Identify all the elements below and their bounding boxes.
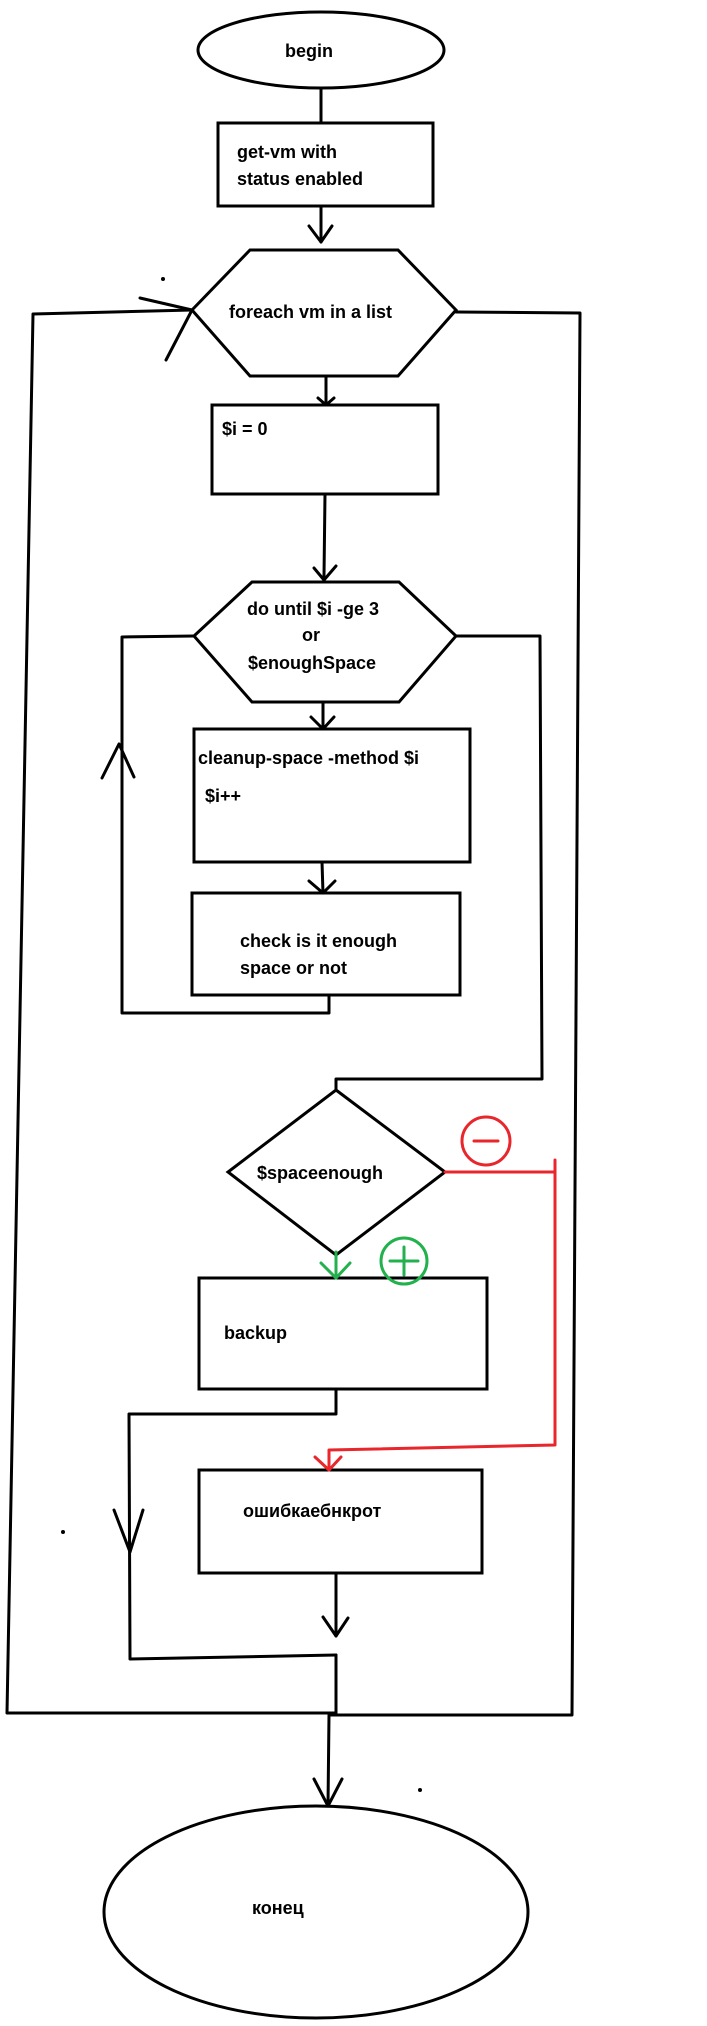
stray-dot: [61, 1530, 65, 1534]
do-until-label-line-1: do until $i -ge 3: [247, 599, 379, 619]
end-label: конец: [252, 1898, 304, 1918]
do-until-label-line-3: $enoughSpace: [248, 653, 376, 673]
get-vm-label-line-1: get-vm with: [237, 142, 337, 162]
arrowhead-do-until-top: [312, 564, 338, 582]
check-node: [190, 891, 462, 997]
backup-label: backup: [224, 1323, 287, 1343]
arrowhead-end-top: [312, 1777, 344, 1808]
arrowhead-init-top: [316, 396, 336, 407]
error-node: [197, 1468, 484, 1575]
arrowhead-foreach-top: [307, 224, 334, 244]
arrowhead-error-bottom: [321, 1615, 350, 1638]
begin-label: begin: [285, 41, 333, 61]
arrowhead-inner-loop-up: [100, 742, 136, 780]
arrowhead-cleanup-top: [309, 715, 336, 731]
cleanup-node: [192, 727, 472, 864]
connector-init-to-do-until: [322, 492, 327, 578]
end-node: [102, 1804, 530, 2020]
foreach-node: [189, 248, 459, 378]
arrowhead-backup-top: [319, 1261, 352, 1280]
connector-foreach-to-end: [326, 310, 582, 1808]
init-i-node: [210, 403, 440, 496]
cleanup-label: cleanup-space -method $i: [198, 748, 419, 768]
get-vm-label-line-2: status enabled: [237, 169, 363, 189]
error-label: ошибкаебнкрот: [243, 1501, 382, 1521]
check-label-line-1: check is it enough: [240, 931, 397, 951]
connector-cleanup-to-check: [320, 860, 325, 895]
connector-do-until-exit: [334, 634, 544, 1092]
arrowhead-foreach-left: [138, 296, 194, 362]
increment-label: $i++: [205, 786, 241, 806]
stray-dot: [161, 277, 165, 281]
connector-inner-loop-back: [120, 634, 331, 1015]
backup-node: [197, 1276, 489, 1391]
foreach-label: foreach vm in a list: [229, 302, 392, 322]
minus-circle-icon: [460, 1115, 512, 1167]
decision-label: $spaceenough: [257, 1163, 383, 1183]
arrowhead-error-top: [313, 1455, 343, 1472]
do-until-label-line-2: or: [302, 625, 320, 645]
connector-backup-to-merge: [127, 1387, 338, 1661]
plus-circle-icon: [379, 1236, 429, 1286]
get-vm-node: [216, 121, 435, 208]
arrowhead-check-top: [307, 879, 337, 895]
connector-negative-branch: [327, 1170, 557, 1472]
init-i-label: $i = 0: [222, 419, 268, 439]
stray-dot: [418, 1788, 422, 1792]
connector-outer-loop-back: [5, 308, 338, 1715]
check-label-line-2: space or not: [240, 958, 347, 978]
arrowhead-merge-down: [112, 1508, 145, 1554]
